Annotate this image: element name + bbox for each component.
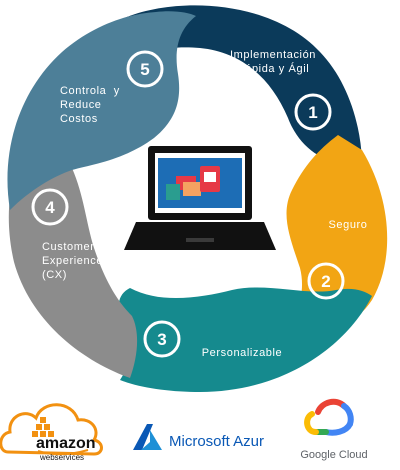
step-label-3: Personalizable — [202, 347, 283, 359]
svg-text:Google Cloud: Google Cloud — [300, 449, 367, 461]
step-label-4: Customer Experience (CX) — [42, 241, 103, 281]
step-label-1: Implementación Rápida y Ágil — [230, 49, 316, 75]
step-label-5: Controla y Reduce Costos — [60, 85, 120, 125]
step-badge-3: 3 — [143, 320, 181, 358]
gcp-logo: Google Cloud — [300, 398, 368, 461]
svg-text:Microsoft Azur: Microsoft Azur — [169, 433, 264, 450]
aws-logo: amazon webservices — [0, 403, 103, 462]
logos-strip: amazon webservices Microsoft Azur Google… — [0, 398, 368, 462]
svg-text:Costos: Costos — [60, 113, 98, 125]
svg-text:webservices: webservices — [39, 453, 84, 462]
svg-text:3: 3 — [157, 330, 166, 349]
step-badge-5: 5 — [126, 50, 164, 88]
google-cloud-icon — [304, 398, 354, 436]
segment-4 — [8, 168, 138, 378]
svg-text:5: 5 — [140, 60, 149, 79]
azure-logo: Microsoft Azur — [133, 424, 264, 450]
svg-text:(CX): (CX) — [42, 269, 67, 281]
svg-text:Experience: Experience — [42, 255, 103, 267]
svg-text:Customer: Customer — [42, 241, 94, 253]
svg-text:2: 2 — [321, 272, 330, 291]
azure-a-icon — [133, 424, 162, 450]
step-badge-1: 1 — [294, 93, 332, 131]
svg-text:Implementación: Implementación — [230, 49, 316, 61]
segment-5 — [7, 11, 197, 210]
svg-text:4: 4 — [45, 198, 55, 217]
laptop-with-ecommerce-screen-icon — [124, 146, 276, 250]
cycle-diagram: 1 2 3 4 5 Implementación Rápida y Ágil S… — [7, 5, 388, 392]
svg-text:1: 1 — [308, 103, 317, 122]
step-badge-4: 4 — [31, 188, 69, 226]
step-badge-2: 2 — [307, 262, 345, 300]
svg-text:Controla y: Controla y — [60, 85, 120, 97]
svg-text:Reduce: Reduce — [60, 99, 102, 111]
segment-3 — [118, 287, 372, 392]
step-label-2: Seguro — [328, 219, 367, 231]
svg-text:amazon: amazon — [36, 435, 96, 452]
svg-text:Rápida y Ágil: Rápida y Ágil — [237, 62, 310, 75]
aws-cloud-cubes-icon — [0, 403, 103, 456]
